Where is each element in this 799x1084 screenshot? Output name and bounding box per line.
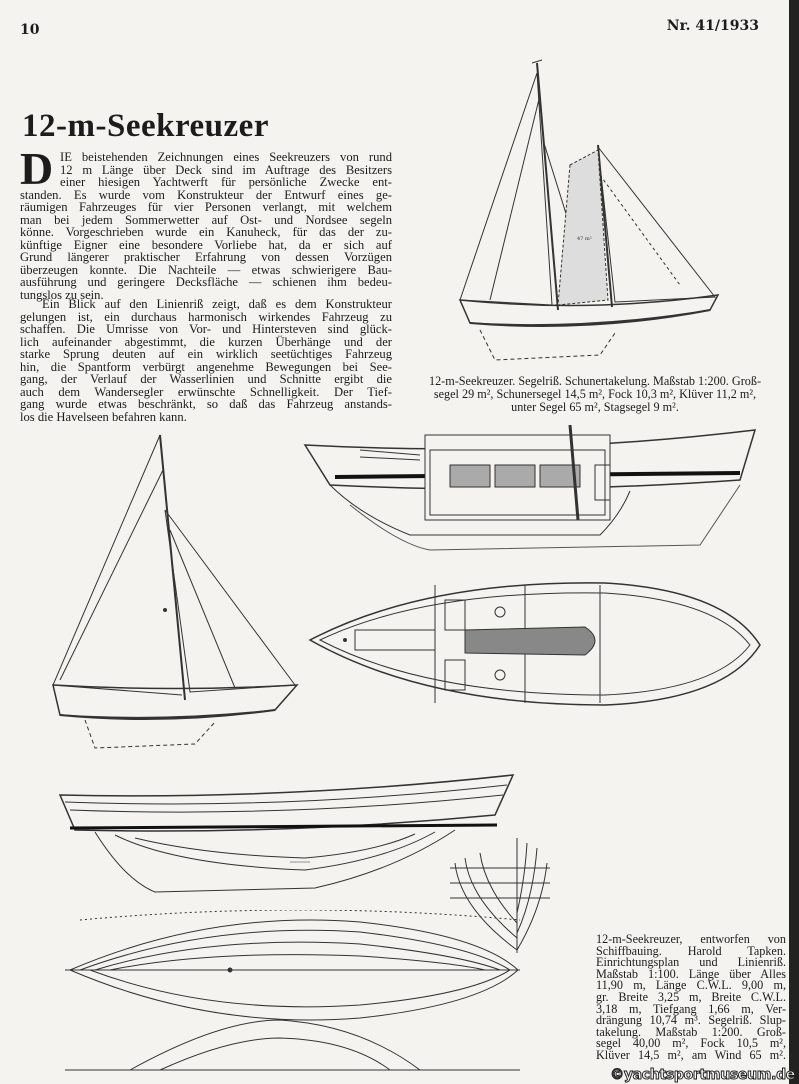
text-line: künftige Eigner eine besondere Vorliebe …: [20, 237, 392, 252]
half-breadth-plan: [65, 910, 521, 1071]
caption-line: segel 29 m², Schunersegel 14,5 m², Fock …: [433, 386, 757, 401]
drop-cap: D: [20, 143, 54, 194]
schooner-sail-plan: 47 m²: [458, 59, 720, 361]
caption-line: 3,18 m, Tiefgang 1,66 m, Ver-: [596, 1001, 786, 1016]
hull-profile-lines: [58, 774, 515, 893]
caption-line: 12-m-Seekreuzer. Segelriß. Schunertakelu…: [428, 374, 762, 388]
watermark: ©yachtsportmuseum.de: [610, 1067, 796, 1084]
caption-line: Einrichtungsplan und Linienriß.: [596, 955, 786, 970]
text-line: könne. Vorgeschrieben wurde ein Kanuheck…: [20, 225, 392, 239]
article-title: 12-m-Seekreuzer: [22, 108, 269, 144]
text-line: IE beistehenden Zeichnungen eines Seekre…: [60, 150, 392, 164]
text-line: hin, die Spantform verbürgt angenehme Be…: [20, 359, 392, 374]
text-line: los die Havelseen befahren kann.: [20, 409, 187, 424]
text-line: einer hiesigen Yachtwerft für persönlich…: [60, 175, 392, 189]
text-line: ausführung und geringere Decksfläche — s…: [20, 275, 392, 289]
paragraph-1: IE beistehenden Zeichnungen eines Seekre…: [20, 151, 392, 301]
text-line: räumigen Fahrzeuges für vier Personen ve…: [20, 200, 392, 214]
text-line: man bei jedem Sommerwetter auf Ost- und …: [20, 212, 392, 227]
paragraph-2: Ein Blick auf den Linienriß zeigt, daß e…: [20, 298, 392, 423]
text-line: standen. Es wurde vom Konstrukteur der E…: [20, 187, 392, 202]
caption-line: 11,90 m, Länge C.W.L. 9,00 m,: [596, 978, 786, 993]
caption-schooner: 12-m-Seekreuzer. Segelriß. Schunertakelu…: [405, 375, 785, 413]
page-number: 10: [20, 22, 40, 38]
caption-line: takelung. Maßstab 1:200. Groß-: [596, 1024, 786, 1039]
text-line: starke Sprung deuten auf ein wirklich se…: [20, 347, 392, 361]
text-line: überzeugen konnte. Die Nachteile — etwas…: [20, 262, 392, 277]
deck-plan-drawing: [308, 582, 761, 706]
sail-area-label: 47 m²: [577, 236, 592, 242]
text-line: Grund längerer praktischer Erfahrung von…: [20, 250, 392, 264]
text-line: schaffen. Die Umrisse von Vor- und Hinte…: [20, 322, 392, 336]
caption-line: Maßstab 1:100. Länge über Alles: [596, 966, 786, 981]
text-line: tungslos zu sein.: [20, 287, 104, 302]
text-line: gang, der Verlauf der Wasserlinien und S…: [20, 372, 392, 386]
caption-line: Klüver 14,5 m², am Wind 65 m².: [596, 1047, 786, 1062]
caption-line: unter Segel 65 m², Stagsegel 9 m².: [511, 399, 679, 414]
text-line: 12 m Länge über Deck sind im Auftrage de…: [60, 162, 392, 177]
body-plan-drawing: [450, 838, 550, 953]
sloop-sail-plan: [52, 434, 299, 749]
issue-number: Nr. 41/1933: [666, 18, 759, 34]
text-line: auch dem Wandersegler erwünschte Schnell…: [20, 384, 392, 399]
caption-line: 12-m-Seekreuzer, entworfen von: [596, 932, 786, 946]
text-line: Ein Blick auf den Linienriß zeigt, daß e…: [42, 297, 392, 311]
caption-line: gr. Breite 3,25 m, Breite C.W.L.: [596, 989, 786, 1004]
text-line: lich aufeinander abgestimmt, die kurzen …: [20, 334, 392, 349]
caption-line: drängung 10,74 m³. Segelriß. Slup-: [596, 1013, 786, 1028]
caption-line: Schiffbauing. Harold Tapken.: [596, 943, 786, 958]
text-line: gelungen ist, ein durchaus harmonisch wi…: [20, 309, 392, 324]
text-line: gang wurde etwas beschränkt, so daß das …: [20, 397, 392, 411]
caption-line: segel 40,00 m², Fock 10,5 m²,: [596, 1036, 786, 1051]
scan-edge: [789, 0, 799, 1084]
interior-profile-drawing: [303, 425, 757, 551]
